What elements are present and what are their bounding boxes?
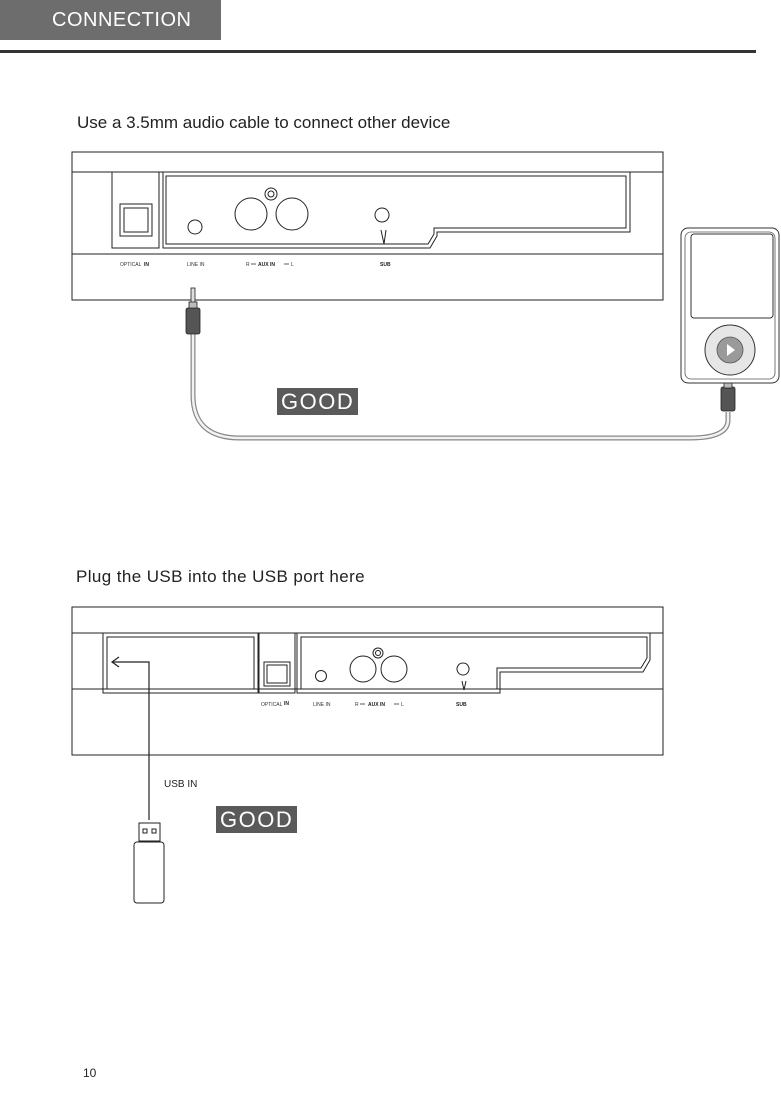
instruction-aux: Use a 3.5mm audio cable to connect other…: [77, 113, 451, 132]
header-divider: [0, 50, 756, 53]
label-line-in-2: LINE IN: [313, 702, 331, 708]
good-badge-usb: GOOD: [216, 806, 298, 833]
soundbar-panel-aux: [71, 151, 664, 301]
soundbar-panel-usb: [71, 606, 664, 756]
usb-arrow-pointer: [110, 656, 150, 820]
section-title: CONNECTION: [0, 0, 221, 40]
section-title-text: CONNECTION: [52, 8, 192, 31]
label-aux-l: L: [291, 262, 294, 268]
label-sub: SUB: [380, 262, 391, 268]
label-optical: OPTICAL: [120, 262, 142, 268]
usb-in-label: USB IN: [164, 779, 197, 790]
label-optical-in: IN: [144, 262, 149, 268]
label-optical-2: OPTICAL: [261, 702, 283, 708]
instruction-usb: Plug the USB into the USB port here: [76, 567, 365, 586]
label-aux-r-2: R: [355, 702, 359, 708]
label-aux-in: AUX IN: [258, 262, 275, 268]
label-optical-in-2: IN: [284, 701, 289, 707]
audio-cable: [190, 330, 731, 441]
page-number: 10: [83, 1066, 97, 1080]
label-aux-r: R: [246, 262, 250, 268]
label-line-in: LINE IN: [187, 262, 205, 268]
plug-35mm-soundbar: [185, 287, 201, 335]
label-sub-2: SUB: [456, 702, 467, 708]
label-aux-l-2: L: [401, 702, 404, 708]
label-aux-in-2: AUX IN: [368, 702, 385, 708]
usb-flash-drive: [133, 822, 165, 904]
media-player-device: [680, 227, 780, 384]
good-badge-aux: GOOD: [277, 388, 359, 415]
